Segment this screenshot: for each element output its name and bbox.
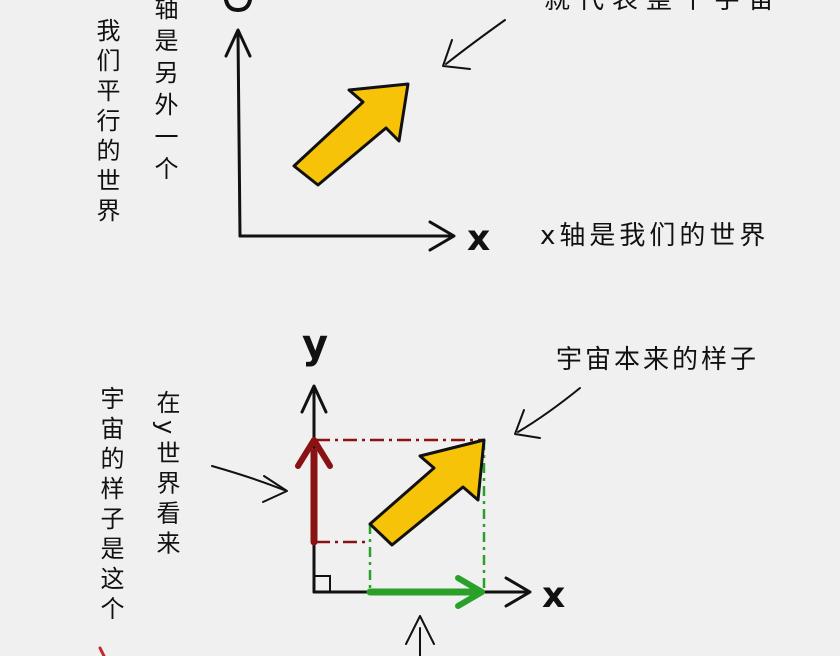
- universe-looks-vertical-caption: 宇宙的样子是这个: [96, 386, 124, 626]
- bottom-y-axis-arrowhead: [300, 384, 328, 414]
- red-mark-fragment: [98, 646, 106, 656]
- bottom-x-axis-arrowhead: [504, 576, 532, 608]
- top-y-axis-letter-fragment: [224, 0, 252, 13]
- top-vertical-label-parallel-world: 我们平行的世界: [92, 18, 120, 228]
- top-universe-vector-arrow: [292, 82, 410, 187]
- bottom-diagram: y x 宇宙本来的样子 在y世界看来: [96, 322, 759, 656]
- bottom-universe-vector-arrow: [368, 438, 486, 547]
- top-diagram: x 就代表整个宇宙 x轴是我们的世界 我们平行的世界 轴是另外一个: [92, 0, 782, 259]
- top-vertical-label-another-axis: 轴是另外一个: [150, 0, 178, 188]
- y-world-vertical-caption: 在y世界看来: [152, 390, 180, 560]
- top-x-axis-letter: x: [467, 218, 490, 259]
- bottom-pointer-arrowhead: [405, 615, 435, 645]
- universe-pointer-line: [517, 387, 581, 433]
- y-world-pointer-arrowhead: [262, 475, 288, 503]
- bottom-y-axis-letter: y: [302, 322, 328, 368]
- top-pointer-arrow: [445, 19, 506, 65]
- y-component-arrowhead: [295, 437, 333, 469]
- bottom-x-axis-letter: x: [542, 575, 565, 616]
- x-component-arrowhead: [455, 575, 485, 609]
- top-x-axis-caption: x轴是我们的世界: [540, 221, 769, 251]
- top-caption-cut: 就代表整个宇宙: [544, 0, 782, 15]
- top-x-axis-arrowhead: [428, 220, 456, 252]
- y-world-pointer-line: [211, 465, 285, 491]
- right-angle-marker: [314, 575, 331, 592]
- top-pointer-arrowhead: [442, 39, 471, 70]
- top-y-axis: [236, 32, 242, 238]
- universe-caption: 宇宙本来的样子: [556, 345, 759, 375]
- top-y-axis-arrowhead: [224, 28, 252, 58]
- universe-pointer-arrowhead: [514, 409, 541, 439]
